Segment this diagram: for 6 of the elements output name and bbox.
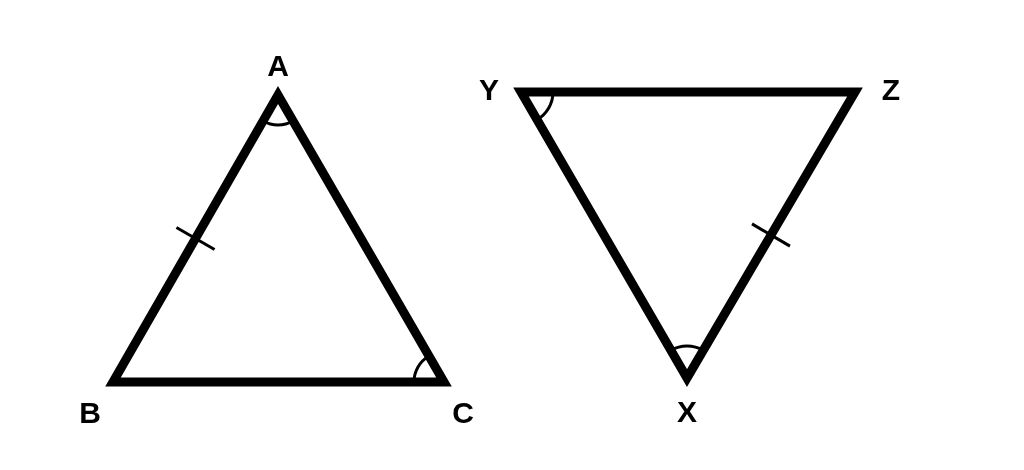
- vertex-label: B: [79, 398, 101, 428]
- vertex-label: A: [267, 51, 289, 81]
- vertex-label: Z: [881, 75, 901, 105]
- vertex-label: X: [677, 397, 697, 427]
- vertex-label: C: [452, 398, 474, 428]
- vertex-label: Y: [479, 75, 499, 105]
